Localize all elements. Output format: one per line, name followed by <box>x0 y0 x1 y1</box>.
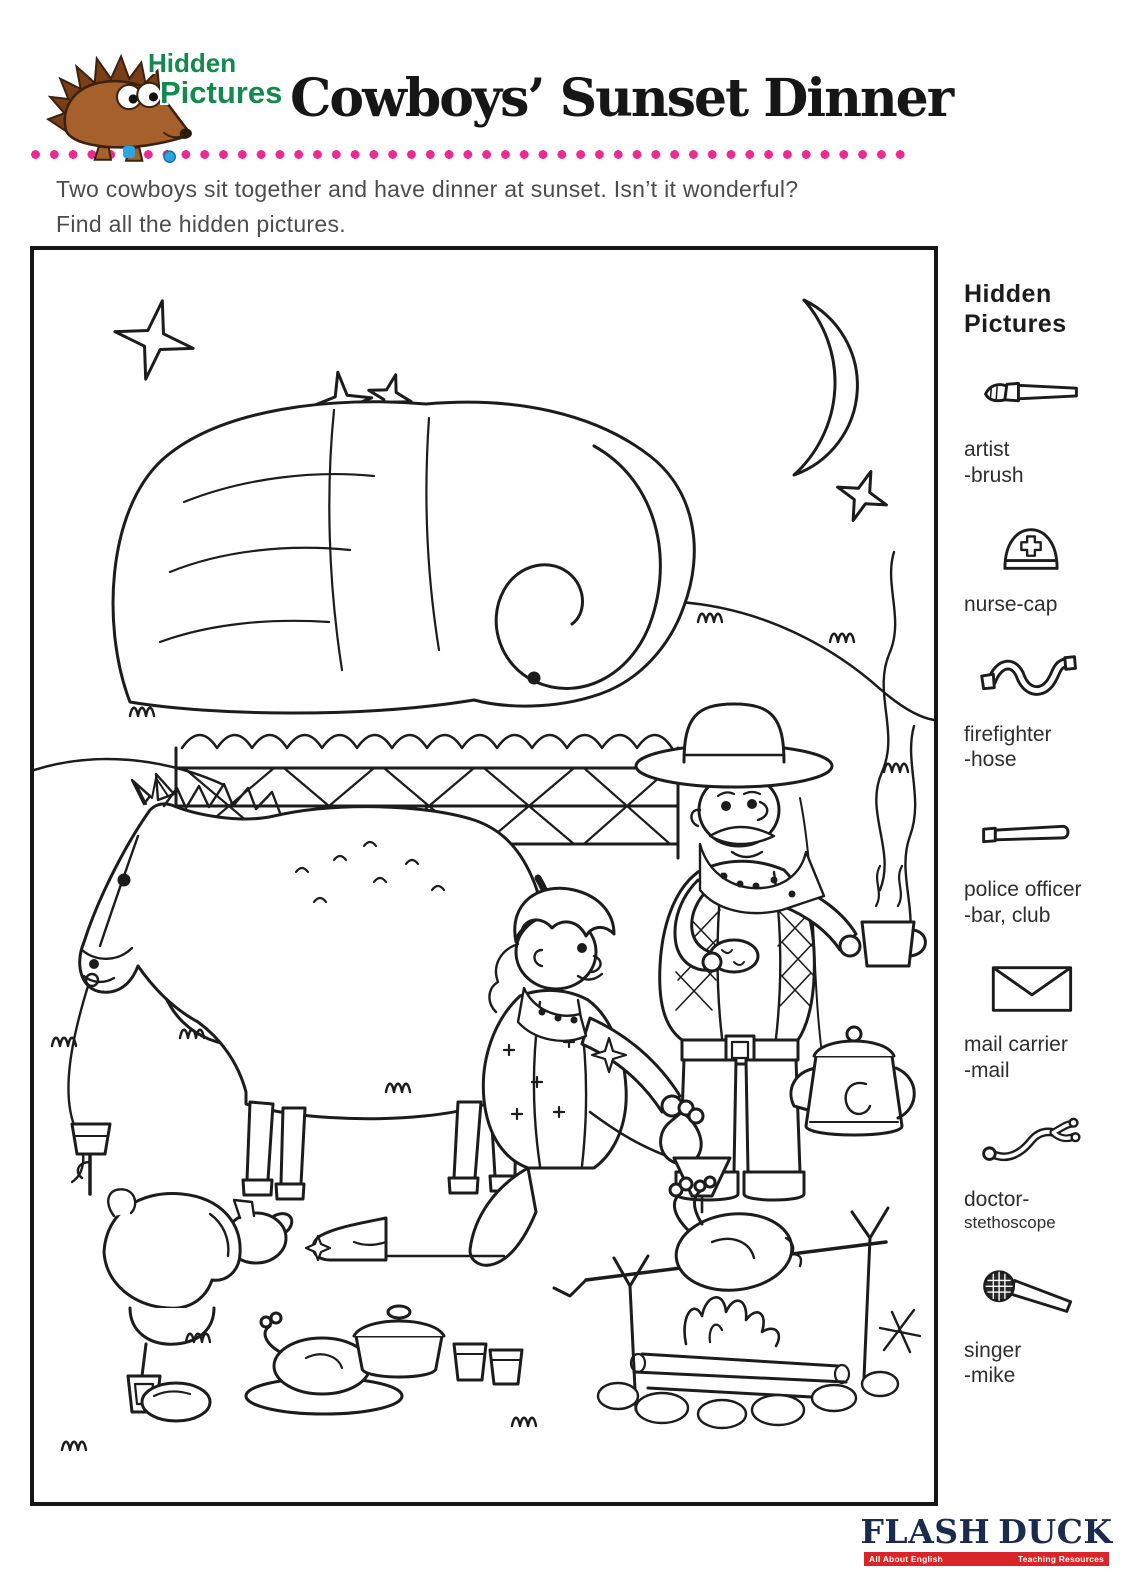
key-item-nurse-cap: nurse-cap <box>964 522 1112 618</box>
instructions-line-2: Find all the hidden pictures. <box>56 211 346 237</box>
hidden-pictures-key: Hidden Pictures artist-brush <box>964 280 1112 1423</box>
spur-rowel <box>304 1234 332 1262</box>
coffee-mug <box>860 920 916 968</box>
coffee-pot <box>789 1025 916 1137</box>
mascot-foot <box>93 145 113 161</box>
covered-pot <box>354 1334 444 1379</box>
saddle <box>102 1188 294 1414</box>
roast-chicken <box>272 1336 372 1396</box>
mascot-pupil <box>128 94 138 104</box>
brand-word-duck: DUCK <box>998 1512 1113 1551</box>
envelope-icon <box>976 960 1086 1023</box>
page-title: Cowboys’ Sunset Dinner <box>290 68 954 129</box>
cup <box>452 1342 488 1382</box>
key-item-mail: mail carrier-mail <box>964 962 1112 1083</box>
brand-footer: FLASH DUCK All About English Teaching Re… <box>860 1512 1113 1566</box>
horse <box>67 772 562 1201</box>
key-item-label: singer-mike <box>964 1338 1022 1388</box>
roasting-bird <box>674 1212 794 1292</box>
campfire-spit <box>552 1175 922 1430</box>
dotted-separator <box>30 149 910 160</box>
key-item-label: firefighter-hose <box>964 722 1052 772</box>
tagline-left: All About English <box>869 1554 943 1564</box>
sidebar-heading: Hidden Pictures <box>964 280 1112 339</box>
rock <box>140 1381 212 1423</box>
sidebar-heading-line1: Hidden <box>964 280 1052 308</box>
key-item-police-club: police officer-bar, club <box>964 807 1112 928</box>
key-item-label: artist-brush <box>964 438 1024 487</box>
brand-tagline-bar: All About English Teaching Resources <box>864 1552 1109 1566</box>
crescent-moon <box>792 298 859 477</box>
flames <box>683 1296 781 1348</box>
brand-logo: FLASH DUCK <box>860 1512 1113 1551</box>
key-item-label: mail carrier-mail <box>964 1033 1068 1082</box>
food-plates <box>140 1304 524 1423</box>
cup-post <box>70 1122 112 1196</box>
main-illustration <box>34 298 934 1452</box>
covered-wagon <box>111 400 696 860</box>
smoke <box>875 550 917 952</box>
fire-hose-icon <box>976 649 1086 712</box>
brand-word-flash: FLASH <box>860 1512 991 1551</box>
stethoscope-icon <box>976 1115 1086 1178</box>
cup <box>488 1348 524 1386</box>
instructions-line-1: Two cowboys sit together and have dinner… <box>56 176 799 202</box>
tagline-right: Teaching Resources <box>1017 1554 1104 1564</box>
mascot-mouth <box>162 131 185 139</box>
key-item-singer-mike: singer-mike <box>964 1268 1112 1389</box>
mole-mascot-logo <box>45 53 192 164</box>
key-item-label: police officer-bar, club <box>964 878 1082 927</box>
instructions: Two cowboys sit together and have dinner… <box>56 172 798 242</box>
logo-word-hidden: Hidden <box>148 48 237 78</box>
sidebar-heading-line2: Pictures <box>964 309 1067 338</box>
blue-bug-icon <box>163 150 176 164</box>
hidden-pictures-logo: Hidden Pictures <box>148 50 282 108</box>
puzzle-picture-frame <box>30 246 938 1506</box>
key-item-label: nurse-cap <box>964 593 1058 617</box>
key-item-artist-brush: artist-brush <box>964 367 1112 488</box>
logo-word-pictures: Pictures <box>160 74 283 110</box>
sparkle <box>590 1036 628 1074</box>
kneeling-cowboy <box>304 886 732 1267</box>
blue-dot <box>123 146 135 158</box>
nurse-cap-icon <box>976 520 1086 583</box>
mascot-pupil <box>148 92 159 102</box>
key-item-firefighter-hose: firefighter-hose <box>964 652 1112 773</box>
key-item-stethoscope: doctor-stethoscope <box>964 1117 1112 1233</box>
microphone-icon <box>976 1265 1086 1328</box>
paintbrush-icon <box>976 365 1086 428</box>
police-club-icon <box>976 805 1086 868</box>
hills <box>34 600 934 787</box>
key-item-label: doctor-stethoscope <box>964 1188 1056 1233</box>
